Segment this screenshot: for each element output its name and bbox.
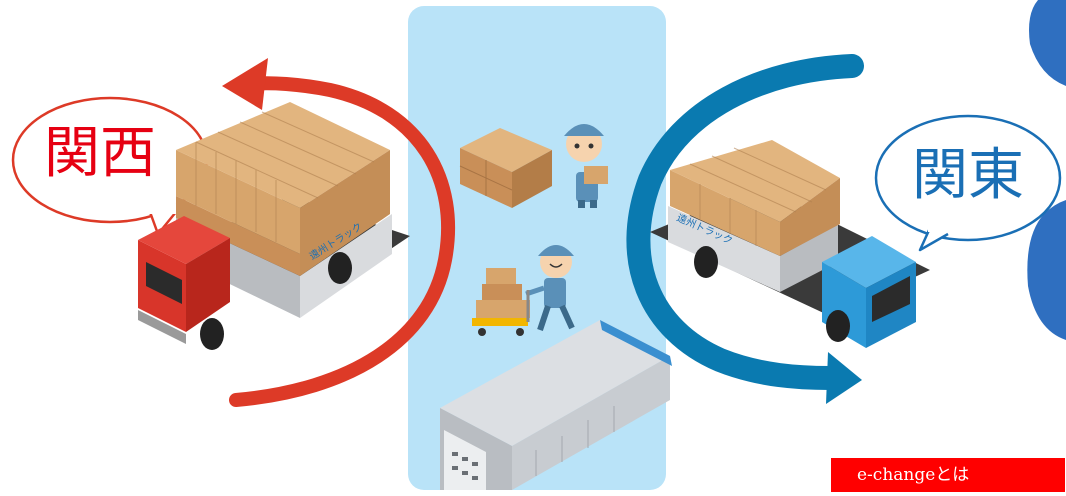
about-e-change-button[interactable]: e-changeとは xyxy=(831,458,1065,492)
region-label-west: 関西 xyxy=(44,126,156,182)
region-label-east: 関東 xyxy=(912,148,1024,204)
side-tab-top xyxy=(1029,0,1066,86)
